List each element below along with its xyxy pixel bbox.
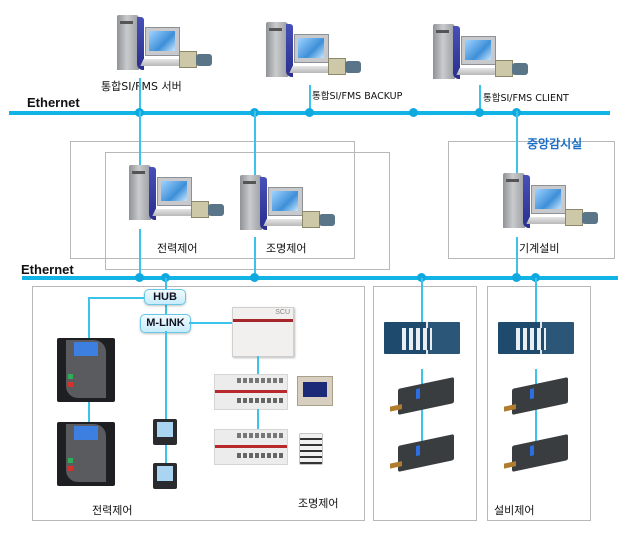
field-box-power-lighting [32,286,365,521]
bus-node [512,273,521,282]
protection-relay-icon [57,422,115,486]
protection-relay-icon [57,338,115,402]
lighting-relay-module-icon [214,429,288,465]
control-room-title: 중앙감시실 [527,137,583,151]
field-box-facility-1 [373,286,477,521]
bus-node [409,108,418,117]
field-power-control-label: 전력제어 [92,504,133,517]
si-fms-server-label: 통합SI/FMS 서버 [101,80,182,93]
plc-rack-icon [498,322,574,354]
si-fms-backup-pc-icon [266,22,366,84]
mechanical-pc-icon [503,173,603,235]
switch-keypad-icon [299,433,323,465]
scu-unit-icon: SCU [232,307,294,357]
power-pc-uplink [139,111,141,175]
si-fms-server-pc-icon [117,15,217,77]
mlink-to-scu-link [189,322,232,324]
bus-node [135,273,144,282]
server-link [139,78,141,111]
lighting-pc-uplink [254,111,256,177]
backup-link [309,85,311,111]
field-box-facility-2 [487,286,591,521]
mechanical-pc-uplink [516,111,518,173]
din-chain-link [257,409,259,429]
mlink-to-meter-link [165,331,167,441]
mechanical-room-box [448,141,615,259]
hub-box: HUB [144,289,186,305]
io-chain-link [535,369,537,457]
bus-node [531,273,540,282]
ethernet-top-label: Ethernet [27,95,80,110]
plc1-uplink [421,278,423,322]
mechanical-pc-label: 기계설비 [519,242,560,255]
scu-to-din-link [257,356,259,374]
lighting-relay-module-icon [214,374,288,410]
scu-label: SCU [275,309,290,316]
hub-to-relay-link [88,297,144,299]
client-link [479,85,481,111]
si-fms-client-label: 통합SI/FMS CLIENT [483,93,569,104]
power-meter-icon [153,463,177,489]
ethernet-middle-bus [22,276,618,280]
io-chain-link [421,369,423,457]
power-control-pc-icon [129,165,229,227]
power-pc-downlink [139,229,141,276]
lighting-pc-downlink [254,237,256,276]
control-room-box-inner [105,152,390,270]
power-control-pc-label: 전력제어 [157,242,198,255]
plc-rack-icon [384,322,460,354]
meter-chain-link [165,445,167,463]
si-fms-client-pc-icon [433,24,533,86]
plc2-uplink [535,278,537,322]
control-room-box-outer [70,141,355,259]
facility-control-label: 설비제어 [494,504,535,517]
mechanical-pc-downlink [516,237,518,276]
relay-chain-link [88,402,90,422]
field-lighting-control-label: 조명제어 [298,497,339,510]
bus-node [417,273,426,282]
bus-node [161,273,170,282]
lighting-control-pc-icon [240,175,340,237]
touch-panel-icon [297,376,333,406]
bus-node [250,273,259,282]
bus-node [475,108,484,117]
lighting-control-pc-label: 조명제어 [266,242,307,255]
bus-node [305,108,314,117]
hub-to-relay-drop [88,297,90,341]
power-meter-icon [153,419,177,445]
ethernet-middle-label: Ethernet [21,262,74,277]
si-fms-backup-label: 통합SI/FMS BACKUP [312,91,403,102]
